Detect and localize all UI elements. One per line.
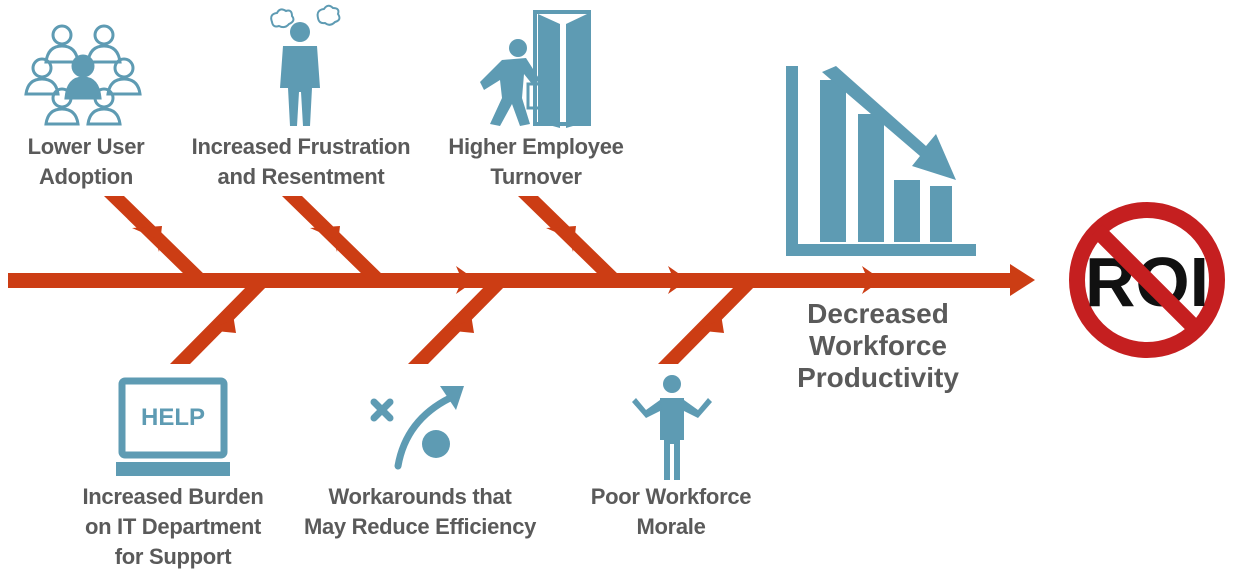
label-line: Poor Workforce xyxy=(590,484,752,509)
label-line: Increased Burden xyxy=(82,484,264,509)
label-line: Workarounds that xyxy=(328,484,512,509)
person-leaving-door-icon xyxy=(480,10,591,128)
cause-label-top-1: Lower User Adoption xyxy=(14,132,158,192)
cause-label-top-2: Increased Frustration and Resentment xyxy=(180,132,422,192)
label-line: Workforce xyxy=(809,330,947,361)
declining-bar-chart-icon xyxy=(786,66,976,256)
label-line: Lower User xyxy=(27,134,145,159)
label-line: and Resentment xyxy=(217,164,385,189)
strategy-play-icon xyxy=(370,386,464,470)
label-line: Adoption xyxy=(38,164,134,189)
cause-bone-top-1 xyxy=(104,196,208,278)
cause-bone-bottom-3 xyxy=(658,283,758,364)
cause-bone-bottom-2 xyxy=(408,283,508,364)
spine-arrow xyxy=(8,264,1035,296)
label-line: Decreased xyxy=(807,298,949,329)
cause-label-bottom-1: Increased Burden on IT Department for Su… xyxy=(70,482,276,572)
help-laptop-icon: HELP xyxy=(116,377,230,476)
team-group-icon xyxy=(24,24,142,126)
label-line: Turnover xyxy=(490,164,582,189)
cause-bone-top-3 xyxy=(518,196,622,278)
outcome-label: Decreased Workforce Productivity xyxy=(770,298,986,394)
shrugging-person-icon xyxy=(632,375,712,480)
cause-bone-bottom-1 xyxy=(170,283,270,364)
cause-label-bottom-3: Poor Workforce Morale xyxy=(578,482,764,542)
label-line: Productivity xyxy=(797,362,959,393)
label-line: May Reduce Efficiency xyxy=(303,514,537,539)
label-line: Increased Frustration xyxy=(191,134,411,159)
cause-bone-top-2 xyxy=(282,196,386,278)
no-roi-icon: ROI xyxy=(1069,202,1225,358)
label-line: for Support xyxy=(114,544,232,569)
label-line: Higher Employee xyxy=(448,134,624,159)
svg-text:HELP: HELP xyxy=(141,404,205,431)
frustrated-person-icon xyxy=(270,4,341,126)
label-line: on IT Department xyxy=(84,514,262,539)
cause-label-top-3: Higher Employee Turnover xyxy=(440,132,632,192)
cause-label-bottom-2: Workarounds that May Reduce Efficiency xyxy=(292,482,548,542)
label-line: Morale xyxy=(636,514,706,539)
